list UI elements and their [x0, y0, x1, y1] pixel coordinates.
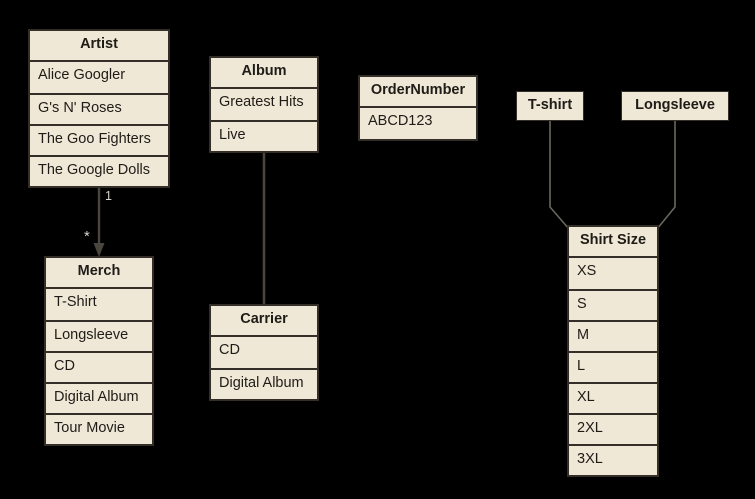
node-artist-row[interactable]: The Google Dolls — [30, 155, 168, 186]
node-artist-row[interactable]: The Goo Fighters — [30, 124, 168, 155]
node-artist[interactable]: Artist Alice Googler G's N' Roses The Go… — [28, 29, 170, 188]
edge-tshirt-shirtsize — [549, 120, 570, 230]
node-shirt-size-row[interactable]: S — [569, 289, 657, 320]
edge-longsleeve-shirtsize — [656, 120, 676, 230]
node-longsleeve[interactable]: Longsleeve — [621, 91, 729, 121]
node-merch-row[interactable]: Digital Album — [46, 382, 152, 413]
node-merch-row[interactable]: CD — [46, 351, 152, 382]
edge-artist-merch — [93, 182, 105, 257]
node-artist-row[interactable]: Alice Googler — [30, 62, 168, 93]
node-artist-row[interactable]: G's N' Roses — [30, 93, 168, 124]
node-shirt-size[interactable]: Shirt Size XS S M L XL 2XL 3XL — [567, 225, 659, 477]
node-shirt-size-row[interactable]: 3XL — [569, 444, 657, 475]
node-merch-row[interactable]: Tour Movie — [46, 413, 152, 444]
node-carrier-row[interactable]: CD — [211, 337, 317, 368]
node-carrier-header: Carrier — [211, 306, 317, 337]
node-tshirt-label: T-shirt — [517, 92, 583, 120]
edge-label-target-multiplicity: * — [84, 228, 90, 245]
node-order-number-row[interactable]: ABCD123 — [360, 108, 476, 139]
node-shirt-size-header: Shirt Size — [569, 227, 657, 258]
node-merch-header: Merch — [46, 258, 152, 289]
node-tshirt[interactable]: T-shirt — [516, 91, 584, 121]
node-shirt-size-row[interactable]: 2XL — [569, 413, 657, 444]
node-shirt-size-row[interactable]: M — [569, 320, 657, 351]
node-order-number-header: OrderNumber — [360, 77, 476, 108]
node-longsleeve-label: Longsleeve — [622, 92, 728, 120]
node-merch-row[interactable]: Longsleeve — [46, 320, 152, 351]
node-album[interactable]: Album Greatest Hits Live — [209, 56, 319, 153]
node-merch-row[interactable]: T-Shirt — [46, 289, 152, 320]
node-album-row[interactable]: Greatest Hits — [211, 89, 317, 120]
node-artist-header: Artist — [30, 31, 168, 62]
node-album-row[interactable]: Live — [211, 120, 317, 151]
node-carrier-row[interactable]: Digital Album — [211, 368, 317, 399]
node-carrier[interactable]: Carrier CD Digital Album — [209, 304, 319, 401]
node-shirt-size-row[interactable]: XL — [569, 382, 657, 413]
node-merch[interactable]: Merch T-Shirt Longsleeve CD Digital Albu… — [44, 256, 154, 446]
node-shirt-size-row[interactable]: L — [569, 351, 657, 382]
edge-label-source-multiplicity: 1 — [105, 189, 112, 203]
node-album-header: Album — [211, 58, 317, 89]
node-order-number[interactable]: OrderNumber ABCD123 — [358, 75, 478, 141]
node-shirt-size-row[interactable]: XS — [569, 258, 657, 289]
